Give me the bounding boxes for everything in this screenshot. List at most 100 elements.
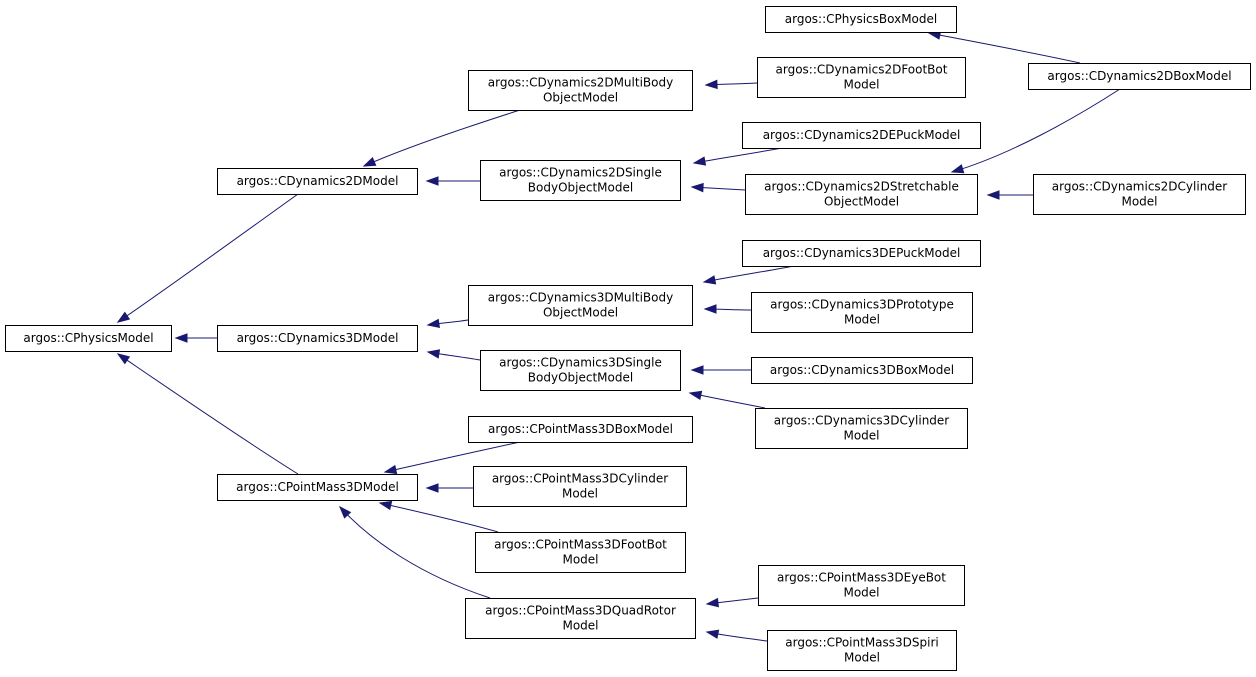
class-node-box [751, 357, 973, 384]
edge-cdynamics2depuckmodel-to-cdynamics2dsinglebody [692, 147, 783, 166]
edge-line [384, 441, 521, 473]
class-name-line: ObjectModel [543, 91, 618, 105]
class-name-line: BodyObjectModel [528, 371, 633, 385]
class-node-cdynamics2dboxmodel[interactable]: argos::CDynamics2DBoxModel [1028, 63, 1251, 90]
class-node-box [473, 466, 687, 507]
edge-line [703, 265, 795, 283]
class-name-line: Model [843, 429, 879, 443]
class-node-cdynamics2dmodel[interactable]: argos::CDynamics2DModel [217, 168, 418, 195]
class-node-box [5, 325, 172, 352]
inheritance-arrowhead [426, 318, 440, 329]
class-name-line: argos::CDynamics2DBoxModel [1047, 69, 1231, 83]
class-name-line: argos::CDynamics3DModel [237, 331, 399, 345]
class-name-line: argos::CPhysicsModel [23, 331, 153, 345]
class-name-line: argos::CDynamics2DStretchable [764, 180, 959, 194]
class-name-line: argos::CDynamics2DFootBot [776, 63, 948, 77]
inheritance-arrowhead [703, 304, 717, 314]
edge-cpointmass3dboxmodel-to-cpointmass3dmodel [383, 441, 521, 475]
edge-line [379, 502, 499, 533]
class-node-box [475, 532, 686, 573]
class-node-cdynamics3dboxmodel[interactable]: argos::CDynamics3DBoxModel [751, 357, 973, 384]
class-name-line: Model [843, 78, 879, 92]
class-name-line: argos::CDynamics2DMultiBody [488, 76, 673, 90]
class-node-cpointmass3dboxmodel[interactable]: argos::CPointMass3DBoxModel [468, 416, 693, 443]
class-name-line: argos::CDynamics3DPrototype [770, 298, 954, 312]
class-name-line: argos::CDynamics3DMultiBody [488, 291, 673, 305]
nodes-layer: argos::CPhysicsModel argos::CDynamics2DMo… [5, 6, 1251, 671]
class-name-line: argos::CPointMass3DCylinder [492, 472, 668, 486]
class-node-box [480, 160, 681, 201]
edge-cpointmass3dquadrotormodel-to-cpointmass3dmodel [339, 505, 491, 599]
class-name-line: argos::CPointMass3DModel [236, 480, 399, 494]
inheritance-arrowhead [383, 464, 398, 475]
inheritance-arrowhead [950, 164, 965, 174]
edge-line [928, 32, 1081, 64]
class-node-cdynamics2depuckmodel[interactable]: argos::CDynamics2DEPuckModel [742, 122, 981, 149]
edge-cpointmass3dcylindermodel-to-cpointmass3dmodel [425, 483, 473, 493]
class-node-cdynamics3dmodel[interactable]: argos::CDynamics3DModel [217, 325, 418, 352]
edge-cdynamics3dmodel-to-cphysicsmodel [174, 333, 218, 343]
class-node-box [217, 168, 418, 195]
edge-line [951, 88, 1121, 173]
edge-cpointmass3deyebotmodel-to-cpointmass3dquadrotormodel [705, 597, 759, 608]
edge-cdynamics2dsinglebody-to-cdynamics2dmodel [425, 176, 481, 186]
class-name-line: argos::CPhysicsBoxModel [785, 12, 937, 26]
edge-line [693, 147, 783, 164]
edge-cpointmass3dspirimodel-to-cpointmass3dquadrotormodel [705, 629, 768, 642]
edge-cdynamics2dfootbotmodel-to-cdynamics2dmultibody [704, 79, 758, 90]
edge-cdynamics3dcylindermodel-to-cdynamics3dsinglebody [688, 390, 766, 409]
inheritance-arrowhead [705, 629, 720, 639]
class-name-line: Model [844, 313, 880, 327]
inheritance-arrowhead [986, 190, 1000, 200]
edges-layer [116, 30, 1121, 642]
class-node-box [468, 416, 693, 443]
class-name-line: argos::CDynamics3DSingle [499, 356, 662, 370]
edge-cdynamics3dboxmodel-to-cdynamics3dsinglebody [690, 365, 752, 375]
class-node-box [465, 598, 696, 639]
class-name-line: argos::CDynamics2DModel [237, 174, 399, 188]
class-name-line: argos::CPointMass3DBoxModel [488, 422, 673, 436]
class-node-box [745, 174, 978, 215]
edge-cdynamics2dmultibody-to-cdynamics2dmodel [362, 109, 521, 167]
inheritance-arrowhead [692, 156, 707, 166]
class-name-line: argos::CPointMass3DFootBot [494, 538, 667, 552]
class-name-line: argos::CPointMass3DSpiri [785, 636, 938, 650]
edge-cdynamics2dcylindermodel-to-cdynamics2dstretchable [986, 190, 1033, 200]
class-name-line: argos::CDynamics2DSingle [499, 166, 662, 180]
class-name-line: Model [562, 487, 598, 501]
edge-line [117, 353, 299, 475]
edge-cdynamics2dboxmodel-to-cdynamics2dstretchable [950, 88, 1121, 174]
inheritance-arrowhead [705, 597, 719, 608]
edge-cdynamics3dsinglebody-to-cdynamics3dmodel [426, 349, 481, 361]
class-node-box [1033, 174, 1246, 215]
edge-cdynamics2dmodel-to-cphysicsmodel [116, 193, 299, 323]
class-node-box [742, 122, 981, 149]
class-node-box [767, 630, 957, 671]
inheritance-arrowhead [116, 311, 131, 323]
class-name-line: argos::CDynamics3DBoxModel [770, 363, 954, 377]
class-node-cdynamics3depuckmodel[interactable]: argos::CDynamics3DEPuckModel [742, 240, 981, 267]
inheritance-arrowhead [690, 365, 704, 375]
class-node-cphysicsboxmodel[interactable]: argos::CPhysicsBoxModel [765, 6, 957, 33]
class-node-cpointmass3dmodel[interactable]: argos::CPointMass3DModel [217, 474, 418, 501]
edge-line [339, 506, 491, 599]
class-node-cphysicsmodel[interactable]: argos::CPhysicsModel [5, 325, 172, 352]
edge-cpointmass3dmodel-to-cphysicsmodel [116, 353, 299, 475]
edge-cdynamics2dstretchable-to-cdynamics2dsinglebody [690, 182, 746, 193]
inheritance-arrowhead [339, 505, 352, 519]
